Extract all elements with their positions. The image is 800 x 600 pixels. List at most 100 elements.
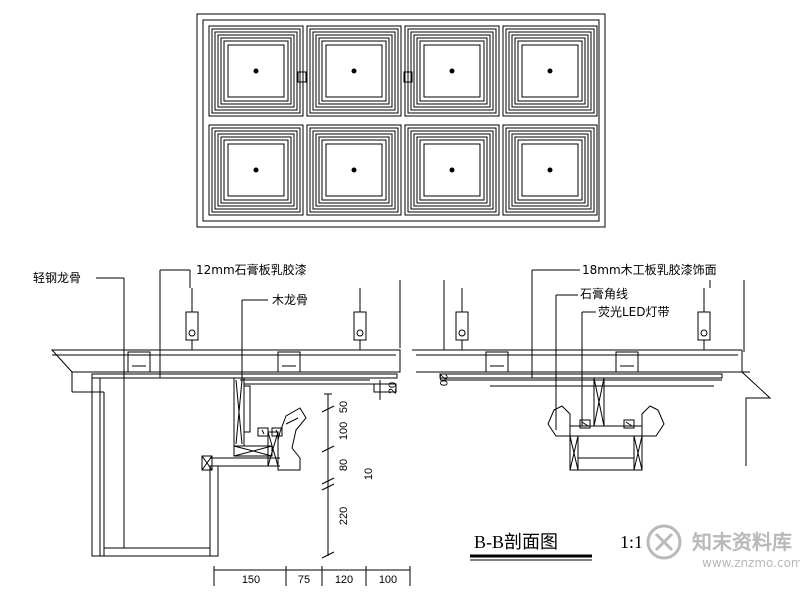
panel-frame	[306, 124, 402, 216]
panel-frame	[416, 37, 488, 105]
panel-frame	[407, 127, 497, 213]
section-left	[50, 288, 401, 557]
panel-frame	[217, 133, 295, 207]
panel-frame	[211, 127, 301, 213]
lamp-point-icon	[351, 167, 357, 173]
panel-frame	[511, 133, 589, 207]
dim-80: 80	[338, 459, 350, 471]
coffer-panel	[306, 124, 402, 216]
panel-frame	[309, 127, 399, 213]
panel-frame	[404, 25, 500, 117]
lamp-point-icon	[351, 68, 357, 74]
panel-frame	[419, 139, 485, 201]
panel-frame	[306, 25, 402, 117]
panel-frame	[315, 133, 393, 207]
panel-frame	[214, 130, 298, 210]
panel-frame	[413, 34, 491, 108]
panel-inner	[227, 143, 285, 197]
panel-frame	[220, 136, 292, 204]
dim-100: 100	[379, 574, 397, 586]
lamp-point-icon	[547, 68, 553, 74]
panel-frame	[413, 133, 491, 207]
watermark-logo-icon	[646, 524, 682, 560]
lamp-point-icon	[253, 68, 259, 74]
panel-frame	[505, 28, 595, 114]
panel-inner	[325, 143, 383, 197]
label-gypsum-12mm: 12mm石膏板乳胶漆	[196, 262, 307, 277]
label-gypsum-corner-line: 石膏角线	[580, 286, 628, 301]
panel-frame	[514, 37, 586, 105]
coffer-panel-grid	[208, 25, 598, 216]
lamp-point-icon	[449, 68, 455, 74]
panel-frame	[502, 124, 598, 216]
dim-20-left: 20	[387, 382, 399, 394]
panel-frame	[517, 139, 583, 201]
coffer-panel	[404, 124, 500, 216]
panel-frame	[223, 40, 289, 102]
watermark-brand: 知末资料库	[692, 530, 792, 554]
dim-150: 150	[242, 574, 260, 586]
panel-frame	[511, 34, 589, 108]
panel-inner	[521, 44, 579, 98]
panel-frame	[502, 25, 598, 117]
panel-frame	[309, 28, 399, 114]
coffer-panel	[208, 25, 304, 117]
panel-frame	[318, 136, 390, 204]
panel-frame	[321, 139, 387, 201]
label-wood-keel: 木龙骨	[272, 293, 308, 307]
lamp-point-icon	[547, 167, 553, 173]
panel-frame	[505, 127, 595, 213]
watermark: 知末资料库 www.znzmo.com	[640, 510, 800, 582]
panel-inner	[227, 44, 285, 98]
panel-frame	[404, 124, 500, 216]
leader-lines	[96, 269, 745, 548]
vertical-dimensions	[321, 380, 381, 559]
panel-inner	[423, 44, 481, 98]
scale-text: 1:1	[620, 532, 643, 552]
panel-frame	[514, 136, 586, 204]
panel-frame	[508, 31, 592, 111]
dim-220: 220	[338, 507, 350, 525]
panel-frame	[220, 37, 292, 105]
section-title: B-B剖面图 1:1	[470, 532, 643, 561]
dim-10: 10	[363, 468, 375, 480]
panel-frame	[321, 40, 387, 102]
panel-frame	[517, 40, 583, 102]
panel-frame	[217, 34, 295, 108]
panel-frame	[410, 31, 494, 111]
lamp-point-icon	[449, 167, 455, 173]
panel-frame	[223, 139, 289, 201]
panel-frame	[312, 130, 396, 210]
coffer-panel	[404, 25, 500, 117]
panel-frame	[416, 136, 488, 204]
dim-20-right: 20	[437, 374, 449, 386]
panel-frame	[211, 28, 301, 114]
bottom-dimensions	[213, 566, 411, 586]
panel-frame	[410, 130, 494, 210]
dim-50: 50	[338, 401, 350, 413]
coffer-panel	[502, 124, 598, 216]
panel-frame	[407, 28, 497, 114]
panel-frame	[419, 40, 485, 102]
panel-frame	[312, 31, 396, 111]
label-wood-board-18mm: 18mm木工板乳胶漆饰面	[582, 262, 717, 277]
panel-frame	[318, 37, 390, 105]
lamp-point-icon	[253, 167, 259, 173]
panel-frame	[208, 25, 304, 117]
panel-frame	[315, 34, 393, 108]
coffer-panel	[208, 124, 304, 216]
watermark-url: www.znzmo.com	[702, 556, 800, 570]
dim-75: 75	[298, 574, 310, 586]
panel-frame	[208, 124, 304, 216]
dim-120: 120	[335, 574, 353, 586]
section-title-text: B-B剖面图	[474, 532, 558, 552]
panel-frame	[214, 31, 298, 111]
coffer-panel	[502, 25, 598, 117]
ceiling-plan	[196, 13, 606, 228]
label-led-strip: 荧光LED灯带	[598, 305, 670, 319]
panel-inner	[423, 143, 481, 197]
coffer-panel	[306, 25, 402, 117]
panel-frame	[508, 130, 592, 210]
